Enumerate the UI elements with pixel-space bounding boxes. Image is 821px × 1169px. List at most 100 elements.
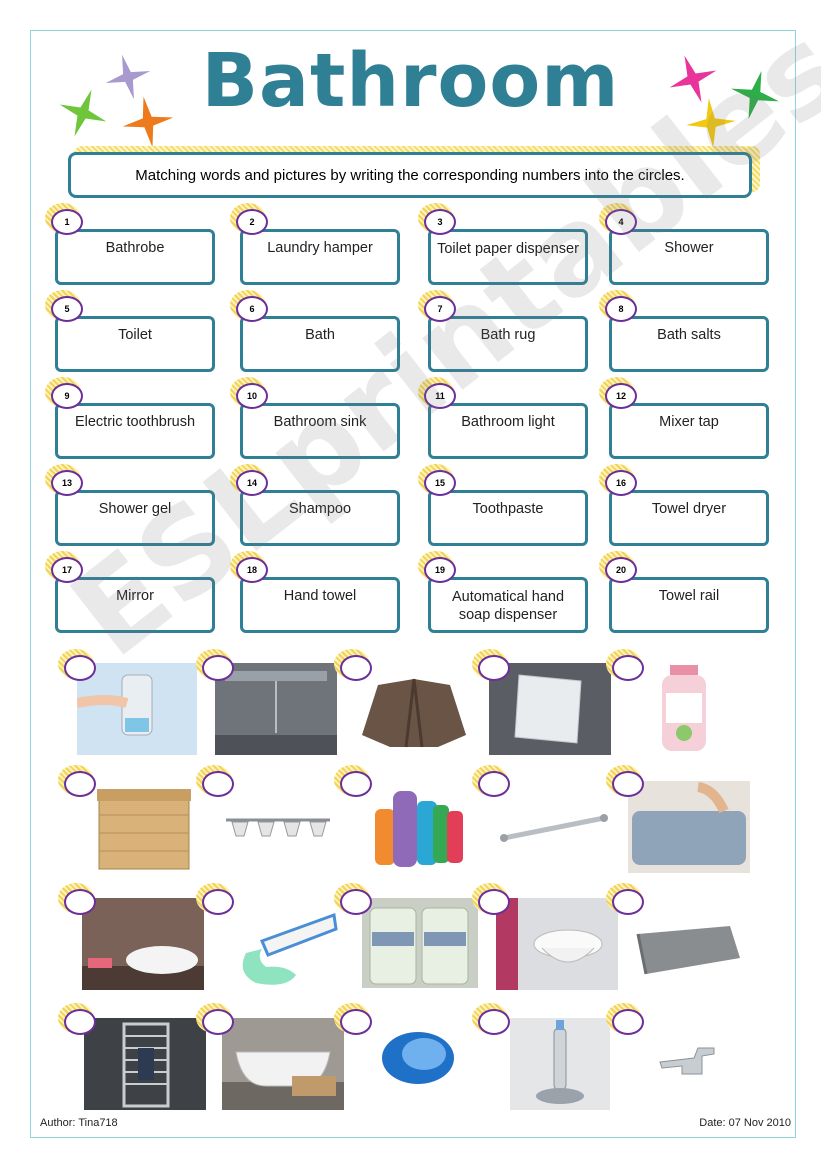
answer-circle[interactable] bbox=[340, 655, 372, 681]
answer-circle[interactable] bbox=[478, 889, 510, 915]
number-circle: 18 bbox=[236, 557, 268, 583]
answer-circle[interactable] bbox=[478, 655, 510, 681]
word-box: Shower gel bbox=[55, 490, 215, 546]
number-circle: 17 bbox=[51, 557, 83, 583]
answer-circle[interactable] bbox=[340, 1009, 372, 1035]
word-label: Towel dryer bbox=[651, 501, 727, 517]
word-box: Laundry hamper bbox=[240, 229, 400, 285]
answer-circle[interactable] bbox=[612, 655, 644, 681]
star-icon bbox=[59, 89, 107, 137]
answer-circle[interactable] bbox=[64, 1009, 96, 1035]
word-number: 3 bbox=[437, 217, 443, 227]
number-circle: 16 bbox=[605, 470, 637, 496]
word-box: Towel rail bbox=[609, 577, 769, 633]
word-number: 10 bbox=[246, 391, 257, 401]
mixer-tap-picture bbox=[654, 1038, 724, 1082]
toothpaste-picture bbox=[226, 903, 338, 991]
word-box: Bathrobe bbox=[55, 229, 215, 285]
word-box: Shampoo bbox=[240, 490, 400, 546]
word-box: Bath salts bbox=[609, 316, 769, 372]
page-title: Bathroom bbox=[201, 38, 620, 124]
word-number: 11 bbox=[435, 391, 445, 401]
number-circle: 20 bbox=[605, 557, 637, 583]
star-icon bbox=[669, 55, 717, 103]
number-circle: 14 bbox=[236, 470, 268, 496]
word-number: 19 bbox=[434, 565, 445, 575]
answer-circle[interactable] bbox=[612, 771, 644, 797]
answer-circle[interactable] bbox=[202, 655, 234, 681]
word-box: Bath rug bbox=[428, 316, 588, 372]
number-circle: 3 bbox=[424, 209, 456, 235]
number-circle: 15 bbox=[424, 470, 456, 496]
bathroom-sink-picture bbox=[82, 898, 204, 990]
answer-circle[interactable] bbox=[64, 889, 96, 915]
soap-dispenser-picture bbox=[77, 663, 197, 755]
electric-toothbrush-picture bbox=[510, 1018, 610, 1110]
word-number: 7 bbox=[437, 304, 443, 314]
answer-circle[interactable] bbox=[340, 889, 372, 915]
number-circle: 5 bbox=[51, 296, 83, 322]
laundry-hamper-picture bbox=[95, 783, 193, 871]
word-label: Bathroom sink bbox=[273, 414, 367, 430]
number-circle: 7 bbox=[424, 296, 456, 322]
number-circle: 13 bbox=[51, 470, 83, 496]
word-number: 8 bbox=[618, 304, 624, 314]
word-number: 12 bbox=[615, 391, 626, 401]
number-circle: 2 bbox=[236, 209, 268, 235]
answer-circle[interactable] bbox=[202, 1009, 234, 1035]
answer-circle[interactable] bbox=[612, 1009, 644, 1035]
number-circle: 9 bbox=[51, 383, 83, 409]
word-box: Hand towel bbox=[240, 577, 400, 633]
word-label: Mixer tap bbox=[659, 414, 719, 430]
word-label: Bath bbox=[305, 327, 335, 343]
word-box: Bathroom sink bbox=[240, 403, 400, 459]
answer-circle[interactable] bbox=[64, 771, 96, 797]
number-circle: 12 bbox=[605, 383, 637, 409]
bath-rug-picture bbox=[628, 781, 750, 873]
star-icon bbox=[731, 71, 779, 119]
star-icon bbox=[686, 98, 736, 148]
word-number: 15 bbox=[434, 478, 445, 488]
star-icon bbox=[105, 54, 151, 100]
shower-gel-picture bbox=[371, 783, 467, 869]
answer-circle[interactable] bbox=[340, 771, 372, 797]
hand-towel-picture bbox=[632, 918, 744, 980]
towel-rail-picture bbox=[498, 808, 610, 848]
word-label: Shampoo bbox=[288, 501, 352, 517]
word-box: Bathroom light bbox=[428, 403, 588, 459]
word-number: 4 bbox=[618, 217, 624, 227]
word-label: Toilet bbox=[118, 327, 152, 343]
answer-circle[interactable] bbox=[612, 889, 644, 915]
word-box: Bath bbox=[240, 316, 400, 372]
answer-circle[interactable] bbox=[478, 771, 510, 797]
instruction-box: Matching words and pictures by writing t… bbox=[68, 152, 752, 198]
word-number: 18 bbox=[246, 565, 257, 575]
number-circle: 11 bbox=[424, 383, 456, 409]
instruction-text: Matching words and pictures by writing t… bbox=[135, 166, 685, 184]
word-label: Bath rug bbox=[480, 327, 536, 343]
word-number: 6 bbox=[249, 304, 255, 314]
number-circle: 8 bbox=[605, 296, 637, 322]
answer-circle[interactable] bbox=[202, 889, 234, 915]
word-label: Automatical hand soap dispenser bbox=[451, 589, 565, 623]
word-number: 17 bbox=[61, 565, 72, 575]
word-box: Toilet paper dispenser bbox=[428, 229, 588, 285]
word-box: Toothpaste bbox=[428, 490, 588, 546]
towel-dryer-picture bbox=[84, 1018, 206, 1110]
word-label: Electric toothbrush bbox=[74, 414, 196, 430]
word-label: Mirror bbox=[116, 588, 154, 604]
date-label: Date: 07 Nov 2010 bbox=[699, 1117, 791, 1129]
word-box: Mixer tap bbox=[609, 403, 769, 459]
answer-circle[interactable] bbox=[64, 655, 96, 681]
word-number: 16 bbox=[615, 478, 626, 488]
word-label: Laundry hamper bbox=[267, 240, 373, 256]
answer-circle[interactable] bbox=[478, 1009, 510, 1035]
toilet-picture bbox=[496, 898, 618, 990]
word-number: 13 bbox=[61, 478, 72, 488]
word-box: Automatical hand soap dispenser bbox=[428, 577, 588, 633]
word-label: Toilet paper dispenser bbox=[437, 241, 579, 257]
shower-picture bbox=[215, 663, 337, 755]
word-label: Towel rail bbox=[658, 588, 720, 604]
word-label: Shower bbox=[664, 240, 714, 256]
answer-circle[interactable] bbox=[202, 771, 234, 797]
